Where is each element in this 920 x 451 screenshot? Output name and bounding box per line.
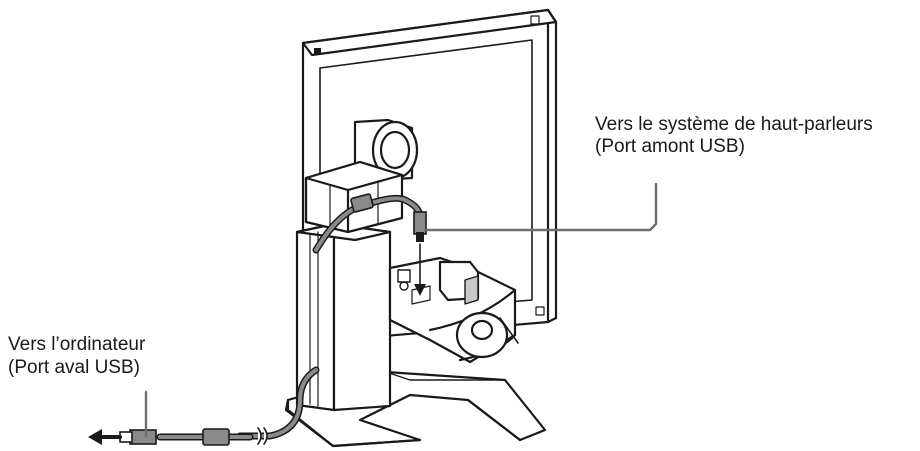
- left-arrow-icon: [88, 429, 102, 445]
- screw-icon: [530, 15, 540, 25]
- callout-line-speaker: [423, 182, 658, 232]
- stand-column: [295, 222, 392, 412]
- callout-speaker-title: Vers le système de haut-parleurs: [595, 114, 873, 135]
- ferrite-core-icon: [350, 193, 374, 213]
- callout-computer-port: (Port aval USB): [8, 357, 140, 378]
- screw-icon: [535, 306, 545, 316]
- usb-cable-upper: [312, 193, 427, 296]
- usb-plug-icon: [416, 232, 424, 242]
- cable-break-icon: [257, 427, 268, 445]
- ferrite-core-icon: [202, 428, 230, 446]
- usb-connector-icon: [129, 429, 157, 445]
- callout-speaker-port: (Port amont USB): [595, 136, 745, 157]
- usb-cable-lower: [88, 366, 320, 446]
- callout-computer-title: Vers l’ordinateur: [8, 334, 146, 355]
- down-arrow-icon: [414, 284, 426, 296]
- screw-icon: [314, 48, 321, 55]
- speaker-bar: [388, 256, 519, 364]
- tilt-hinge: [304, 118, 419, 234]
